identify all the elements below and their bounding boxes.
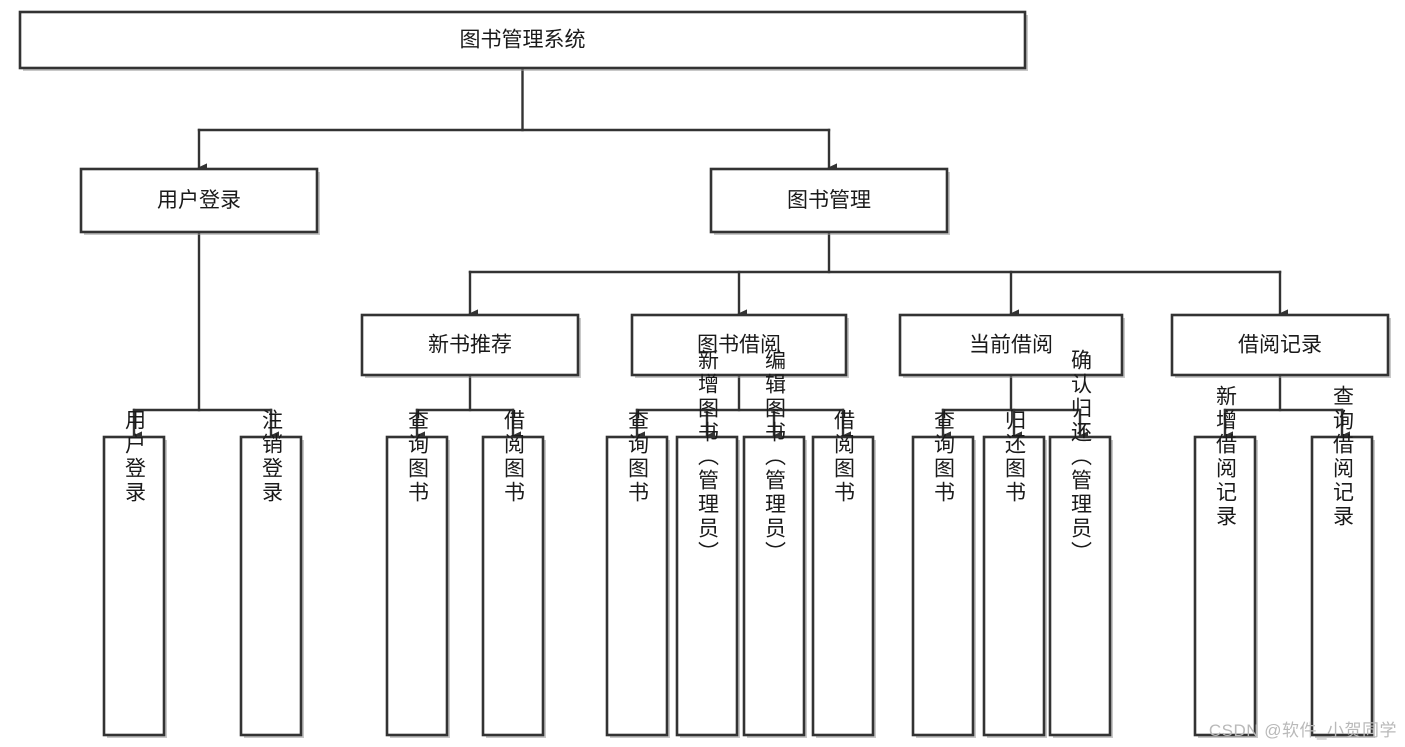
node-rect[interactable] [385,435,449,737]
node-leaf-7[interactable]: 借阅图书 [811,409,876,738]
node-rect[interactable] [811,435,875,737]
node-rect[interactable] [481,435,545,737]
node-level3-0[interactable]: 新书推荐 [360,313,581,378]
node-label: 图书管理系统 [460,29,586,52]
node-label: 确认归还（管理员） [1069,349,1093,565]
node-label: 图书管理 [787,189,871,212]
node-label: 借阅记录 [1238,334,1322,357]
node-level2-1[interactable]: 图书管理 [709,167,950,235]
node-label: 查询图书 [626,409,650,505]
node-label: 编辑图书（管理员） [763,349,787,565]
node-rect[interactable] [630,313,848,377]
node-label: 当前借阅 [969,334,1053,357]
node-rect[interactable] [239,435,303,737]
node-root-图书管理系统[interactable]: 图书管理系统 [18,10,1028,71]
node-rect[interactable] [18,10,1027,70]
node-label: 注销登录 [260,409,284,505]
node-level3-2[interactable]: 当前借阅 [898,313,1125,378]
node-rect[interactable] [709,167,949,234]
node-label: 查询借阅记录 [1331,385,1355,529]
node-leaf-5[interactable]: 新增图书（管理员） [675,349,740,738]
node-rect[interactable] [675,435,739,737]
node-label: 用户登录 [157,189,241,212]
connector-layer [131,66,1350,441]
node-label: 借阅图书 [502,409,526,505]
node-label: 用户登录 [123,409,147,505]
node-label: 新增图书（管理员） [696,349,720,565]
node-leaf-6[interactable]: 编辑图书（管理员） [742,349,807,738]
node-leaf-8[interactable]: 查询图书 [911,409,976,738]
node-leaf-9[interactable]: 归还图书 [982,409,1047,738]
node-label: 借阅图书 [832,409,856,505]
node-rect[interactable] [911,435,975,737]
node-leaf-3[interactable]: 借阅图书 [481,409,546,738]
node-rect[interactable] [742,435,806,737]
node-rect[interactable] [360,313,580,377]
node-leaf-12[interactable]: 查询借阅记录 [1310,385,1375,738]
node-leaf-0[interactable]: 用户登录 [102,409,167,738]
node-label: 图书借阅 [697,334,781,357]
node-label: 查询图书 [932,409,956,505]
node-leaf-10[interactable]: 确认归还（管理员） [1048,349,1113,738]
node-rect[interactable] [1310,435,1374,737]
node-leaf-11[interactable]: 新增借阅记录 [1193,385,1258,738]
node-level3-1[interactable]: 图书借阅 [630,313,849,378]
node-label: 新书推荐 [428,334,512,357]
node-level3-3[interactable]: 借阅记录 [1170,313,1391,378]
node-rect[interactable] [1170,313,1390,377]
node-label: 新增借阅记录 [1214,385,1238,529]
node-leaf-1[interactable]: 注销登录 [239,409,304,738]
node-rect[interactable] [79,167,319,234]
node-rect[interactable] [605,435,669,737]
node-label: 查询图书 [406,409,430,505]
node-rect[interactable] [1048,435,1112,737]
node-label: 归还图书 [1003,409,1027,505]
node-leaf-2[interactable]: 查询图书 [385,409,450,738]
node-level2-0[interactable]: 用户登录 [79,167,320,235]
node-layer: 图书管理系统用户登录图书管理新书推荐图书借阅当前借阅借阅记录用户登录注销登录查询… [18,10,1391,738]
node-rect[interactable] [1193,435,1257,737]
node-rect[interactable] [898,313,1124,377]
node-leaf-4[interactable]: 查询图书 [605,409,670,738]
node-rect[interactable] [982,435,1046,737]
node-rect[interactable] [102,435,166,737]
